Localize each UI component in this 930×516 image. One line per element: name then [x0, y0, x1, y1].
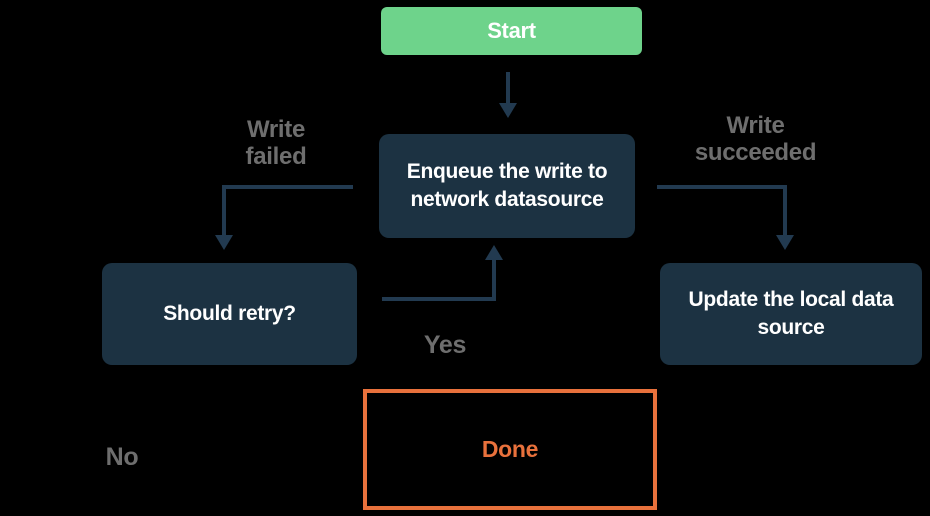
arrowhead-down-icon — [215, 235, 233, 250]
edge-line — [382, 297, 496, 301]
edge-label-yes: Yes — [423, 331, 467, 359]
edge-line — [657, 185, 787, 189]
edge-line — [492, 259, 496, 301]
node-update-local-source: Update the local data source — [660, 263, 922, 365]
edge-line — [506, 72, 510, 104]
edge-line — [222, 185, 226, 237]
node-should-retry: Should retry? — [102, 263, 357, 365]
edge-line — [222, 185, 353, 189]
arrowhead-down-icon — [776, 235, 794, 250]
edge-label-no: No — [105, 443, 139, 471]
edge-label-write-failed: Write failed — [245, 116, 307, 170]
arrowhead-down-icon — [499, 103, 517, 118]
edge-line — [783, 185, 787, 237]
node-done: Done — [363, 389, 657, 510]
arrowhead-up-icon — [485, 245, 503, 260]
node-start: Start — [381, 7, 642, 55]
edge-label-write-succeeded: Write succeeded — [694, 112, 817, 166]
node-enqueue-write: Enqueue the write to network datasource — [379, 134, 635, 238]
